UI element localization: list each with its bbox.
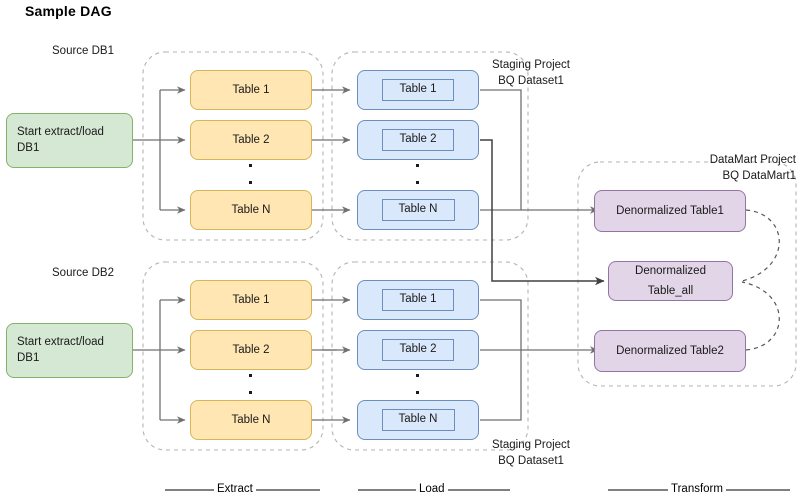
label-datamart-line1: DataMart Project [709, 154, 796, 166]
load-bottom-table-1[interactable]: Table 1 [357, 280, 479, 320]
node-label: Table 1 [232, 294, 270, 306]
extract-bottom-table-n[interactable]: Table N [190, 400, 312, 440]
ellipsis-dot [416, 391, 419, 394]
mart-node-denormalized-table-all[interactable]: Denormalized Table_all [608, 261, 733, 301]
extract-top-table-1[interactable]: Table 1 [190, 70, 312, 110]
load-bottom-table-2[interactable]: Table 2 [357, 330, 479, 370]
load-top-table-n[interactable]: Table N [357, 190, 479, 230]
load-inner-box: Table N [381, 199, 455, 221]
load-inner-box: Table 1 [382, 289, 454, 311]
label-datamart-line2: BQ DataMart1 [722, 170, 797, 182]
edge-ld1b-bracket [480, 299, 522, 421]
ellipsis-dot [416, 181, 419, 184]
container-load-db2 [331, 261, 529, 451]
load-inner-box: Table 2 [382, 129, 454, 151]
node-label: Denormalized Table1 [616, 205, 724, 217]
node-label: Denormalized Table2 [616, 345, 724, 357]
extract-top-table-2[interactable]: Table 2 [190, 120, 312, 160]
start-node-db1-line2: DB1 [17, 141, 40, 154]
start-node-db1-line1: Start extract/load [17, 125, 104, 138]
node-label: Table 1 [232, 84, 270, 96]
node-label: Table N [231, 414, 271, 426]
load-inner-box: Table N [381, 409, 455, 431]
container-load-db1 [331, 51, 529, 241]
edge-mart1-to-all [741, 209, 780, 282]
phase-label-load: Load [416, 483, 448, 495]
start-node-db2-line2: DB1 [17, 351, 40, 364]
start-node-db2-line1: Start extract/load [17, 335, 104, 348]
load-bottom-table-n[interactable]: Table N [357, 400, 479, 440]
phase-label-extract: Extract [214, 483, 256, 495]
label-staging-bottom-line2: BQ Dataset1 [498, 455, 564, 467]
ellipsis-dot [249, 391, 252, 394]
load-inner-box: Table 2 [382, 339, 454, 361]
extract-bottom-table-1[interactable]: Table 1 [190, 280, 312, 320]
ellipsis-dot [249, 164, 252, 167]
edge-ld2-to-mart-all [480, 139, 605, 286]
ellipsis-dot [249, 181, 252, 184]
mart-node-denormalized-table2[interactable]: Denormalized Table2 [594, 330, 746, 372]
page-title: Sample DAG [25, 3, 112, 19]
ellipsis-dot [249, 374, 252, 377]
label-staging-top-line2: BQ Dataset1 [498, 75, 564, 87]
load-inner-box: Table 1 [382, 79, 454, 101]
extract-top-table-n[interactable]: Table N [190, 190, 312, 230]
node-label: Table N [231, 204, 271, 216]
edge-mart2-to-all [741, 281, 780, 351]
ellipsis-dot [416, 164, 419, 167]
label-source-db1: Source DB1 [52, 45, 115, 57]
label-source-db2: Source DB2 [52, 267, 115, 279]
start-node-db2[interactable]: Start extract/load DB1 [6, 323, 133, 378]
start-node-db1[interactable]: Start extract/load DB1 [6, 113, 133, 168]
container-extract-db2 [142, 261, 324, 451]
container-datamart [577, 161, 797, 387]
node-label: Table 2 [232, 134, 270, 146]
label-staging-bottom-line1: Staging Project [492, 439, 570, 451]
node-label-line2: Table_all [647, 285, 694, 297]
edge-ld1-bracket [480, 89, 522, 210]
extract-bottom-table-2[interactable]: Table 2 [190, 330, 312, 370]
ellipsis-dot [416, 374, 419, 377]
node-label-line1: Denormalized [635, 264, 706, 277]
label-staging-top-line1: Staging Project [492, 59, 570, 71]
node-label: Table 2 [232, 344, 270, 356]
mart-node-denormalized-table1[interactable]: Denormalized Table1 [594, 190, 746, 232]
load-top-table-1[interactable]: Table 1 [357, 70, 479, 110]
phase-label-transform: Transform [668, 483, 726, 495]
load-top-table-2[interactable]: Table 2 [357, 120, 479, 160]
container-extract-db1 [142, 51, 324, 241]
